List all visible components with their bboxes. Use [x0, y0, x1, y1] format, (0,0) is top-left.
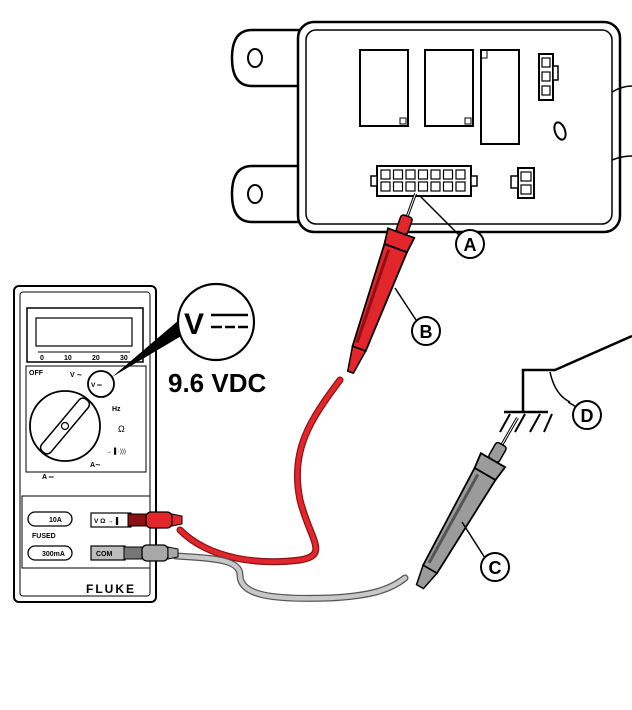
- jack-label-300ma: 300mA: [42, 551, 65, 558]
- multimeter: 0 10 20 30 OFF V ∼ Hz Ω →▐ ·))) A ═ A∼ V…: [13, 285, 157, 603]
- mounting-hole-top: [247, 48, 263, 68]
- svg-text:B: B: [420, 322, 433, 342]
- harness-pin: [380, 169, 391, 180]
- scale-tick-20: 20: [92, 355, 100, 362]
- harness-pin: [392, 181, 404, 192]
- zoom-callout: V: [112, 282, 256, 377]
- voltage-reading: 9.6 VDC: [168, 368, 266, 398]
- red-lead-wire: [176, 376, 344, 566]
- harness-pin: [417, 181, 429, 192]
- harness-pin: [417, 169, 429, 180]
- board-inner-border: [305, 29, 613, 225]
- dial-label-ohm: Ω: [118, 424, 125, 434]
- jack-label-fused: FUSED: [32, 533, 56, 540]
- zoom-symbol: V: [184, 308, 204, 341]
- gray-plug: [123, 544, 179, 562]
- jack-10a[interactable]: [27, 511, 73, 527]
- mounting-tab-bottom: [230, 164, 300, 224]
- callout-d: D: [567, 400, 602, 430]
- connector-3pin: [538, 53, 554, 101]
- dial-label-a-dc: A ═: [42, 474, 54, 481]
- brand-label: FLUKE: [86, 582, 136, 596]
- red-probe: [346, 193, 417, 375]
- harness-pin: [442, 169, 454, 180]
- mounting-tab-top: [230, 28, 300, 88]
- callout-a: A: [419, 195, 485, 259]
- harness-pin: [392, 169, 404, 180]
- mounting-hole-bottom: [247, 184, 263, 204]
- svg-text:C: C: [489, 558, 502, 578]
- jack-300ma[interactable]: [27, 545, 73, 561]
- gray-probe: [415, 416, 519, 590]
- harness-pin: [455, 181, 466, 192]
- harness-pin: [405, 169, 416, 180]
- svg-text:D: D: [581, 406, 594, 426]
- board-side-wire: [611, 85, 632, 161]
- scale-tick-0: 0: [40, 355, 44, 362]
- chassis-ground: [499, 334, 632, 433]
- control-board: [230, 20, 632, 234]
- relay-3: [480, 49, 520, 145]
- zoom-circle: [176, 282, 256, 362]
- dial-label-a-ac: A∼: [90, 462, 101, 469]
- harness-pin: [430, 181, 441, 192]
- harness-pin: [380, 181, 391, 192]
- v-dc-setting-circle: [87, 370, 115, 398]
- harness-pin: [430, 169, 441, 180]
- rotary-knob[interactable]: [39, 396, 92, 456]
- callout-c: C: [461, 521, 510, 582]
- red-plug: [127, 511, 183, 529]
- svg-text:A: A: [464, 235, 477, 255]
- meter-display: [26, 307, 144, 363]
- dial-label-off: OFF: [29, 370, 44, 377]
- harness-pin: [455, 169, 466, 180]
- harness-pin: [405, 181, 416, 192]
- jack-label-10a: 10A: [49, 517, 62, 524]
- harness-connector: [370, 165, 478, 197]
- relay-1: [359, 49, 409, 127]
- scale-tick-30: 30: [120, 355, 128, 362]
- dial-label-hz: Hz: [112, 406, 121, 413]
- dial-label-diode: →▐ ·))): [106, 447, 126, 455]
- callout-b: B: [394, 287, 441, 346]
- relay-2: [424, 49, 474, 127]
- dial-label-v-ac: V ∼: [70, 372, 83, 379]
- jack-label-v-ohm: V Ω →▐: [94, 517, 119, 525]
- jack-label-com: COM: [96, 551, 113, 558]
- board-slot: [553, 121, 567, 141]
- scale-tick-10: 10: [64, 355, 72, 362]
- dial-label-v-dc: V ═: [91, 382, 102, 389]
- harness-pin: [442, 181, 454, 192]
